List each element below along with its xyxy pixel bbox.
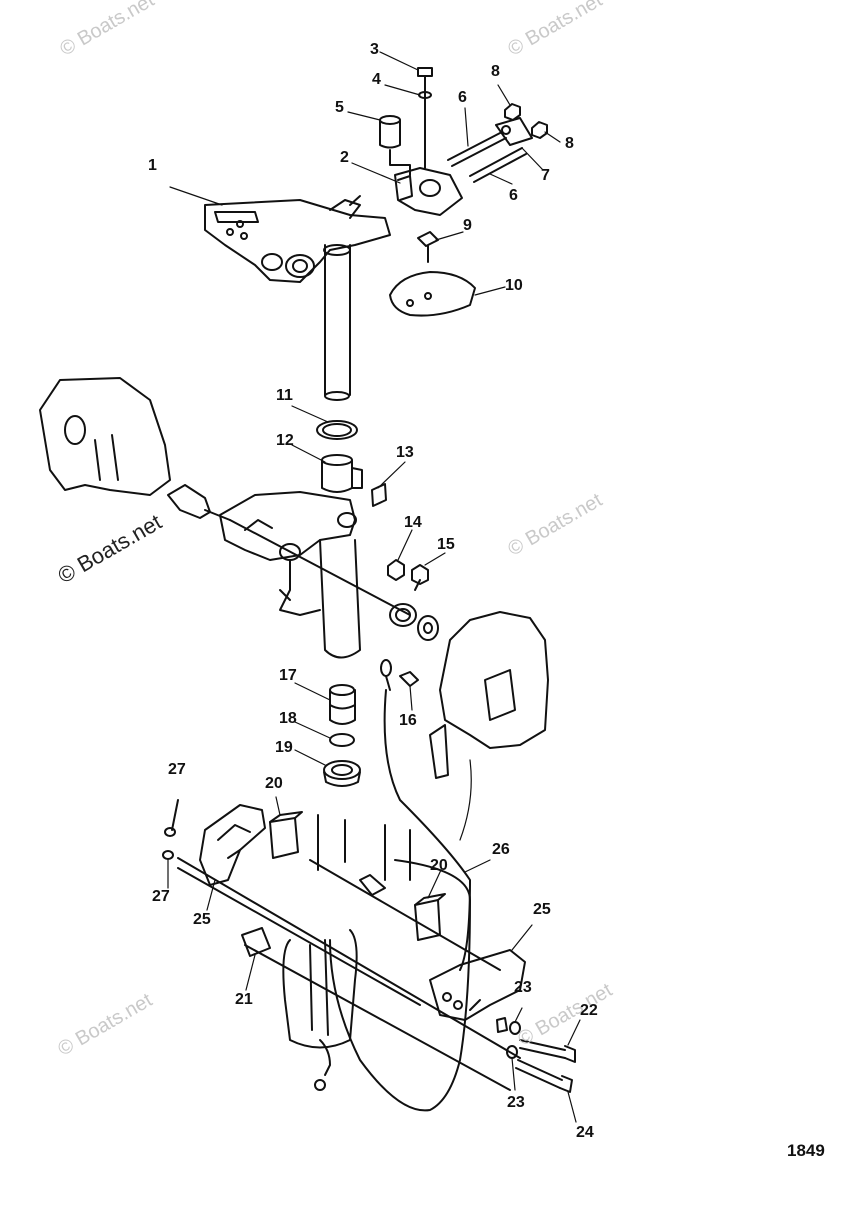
seal-part-11: [316, 420, 358, 440]
plate-part-10: [389, 271, 476, 317]
part-label-6-lower: 6: [509, 187, 518, 204]
part-label-8-lower: 8: [565, 135, 574, 152]
seal-part-19: [323, 760, 361, 787]
mount-bracket-part-25-left: [199, 804, 266, 886]
part-label-2: 2: [340, 149, 349, 166]
part-label-26: 26: [492, 841, 510, 858]
leader-lines: [167, 51, 581, 1123]
part-label-20-right: 20: [430, 857, 448, 874]
bushing-part-5: [379, 115, 411, 176]
part-label-25-right: 25: [533, 901, 551, 918]
steering-arm-part-1: [204, 195, 391, 283]
part-label-10: 10: [505, 277, 523, 294]
bushing-part-12: [321, 454, 363, 493]
figure-number: 1849: [787, 1141, 825, 1160]
part-label-12: 12: [276, 432, 294, 449]
part-label-25-left: 25: [193, 911, 211, 928]
part-label-14: 14: [404, 514, 422, 531]
part-label-13: 13: [396, 444, 414, 461]
part-label-27-lower: 27: [152, 888, 170, 905]
swivel-housing: [219, 491, 361, 659]
part-label-22: 22: [580, 1002, 598, 1019]
left-cover-panel: [39, 377, 171, 496]
screw-part-15: [411, 564, 429, 591]
part-label-1: 1: [148, 157, 157, 174]
terminal-part-16: [380, 659, 419, 691]
part-label-3: 3: [370, 41, 379, 58]
lower-housing: [282, 814, 411, 1049]
studs-part-6: [447, 131, 527, 183]
part-label-9: 9: [463, 217, 472, 234]
screw-part-3: [417, 67, 433, 169]
part-label-11: 11: [276, 387, 293, 404]
rubber-mount-part-20-right: [414, 893, 446, 941]
part-label-18: 18: [279, 710, 297, 727]
right-cover-panel: [429, 611, 549, 779]
nut-part-14: [387, 559, 405, 581]
part-label-20-left: 20: [265, 775, 283, 792]
part-label-21: 21: [235, 991, 253, 1008]
part-label-17: 17: [279, 667, 297, 684]
steering-shaft: [323, 244, 351, 401]
rubber-mount-part-21: [241, 927, 271, 957]
part-label-7: 7: [541, 167, 550, 184]
fitting-part-9: [417, 231, 439, 263]
part-label-8-upper: 8: [491, 63, 500, 80]
bushing-part-17: [329, 684, 356, 725]
part-label-15: 15: [437, 536, 455, 553]
rubber-mount-part-20-left: [269, 811, 303, 859]
part-label-23-lower: 23: [507, 1094, 525, 1111]
ground-wire-part-26: [314, 689, 471, 1112]
grease-fitting: [167, 484, 231, 521]
part-label-24: 24: [576, 1124, 594, 1141]
screws-part-27: [162, 799, 179, 860]
bracket-part-2: [394, 167, 463, 216]
part-label-23-upper: 23: [514, 979, 532, 996]
mount-bracket-part-25-right: [429, 949, 526, 1021]
part-label-27-upper: 27: [168, 761, 186, 778]
spring-washer: [389, 603, 439, 641]
pivot-bolt-line: [229, 519, 411, 616]
part-label-6-upper: 6: [458, 89, 467, 106]
part-label-4: 4: [372, 71, 381, 88]
bolt-part-24: [515, 1059, 573, 1093]
bolt-part-22: [519, 1039, 576, 1063]
part-label-16: 16: [399, 712, 417, 729]
o-ring-part-18: [329, 733, 355, 747]
part-label-5: 5: [335, 99, 344, 116]
part-label-19: 19: [275, 739, 293, 756]
